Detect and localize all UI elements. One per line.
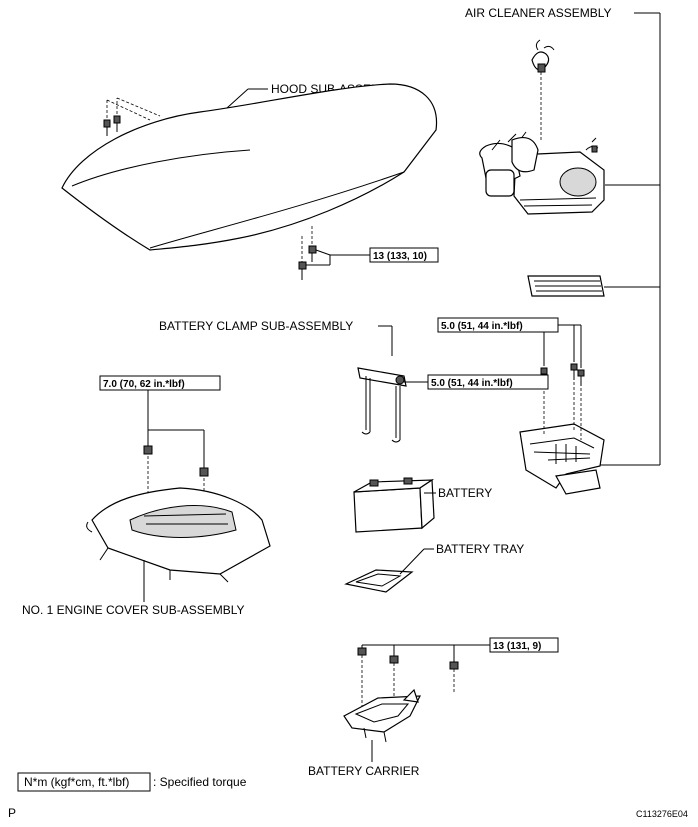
battery-tray-group: BATTERY TRAY [344, 542, 524, 593]
hood-panel-part [61, 83, 438, 251]
legend-unit-box [17, 772, 151, 792]
carrier-bolt-2 [389, 655, 399, 664]
footer-left-mark: P [8, 806, 16, 820]
air-cleaner-cap-part [479, 131, 605, 215]
carrier-bolt-1 [357, 647, 367, 656]
battery-carrier-group: 13 (131, 9) BATTERY CARRIER [308, 637, 559, 778]
battery-carrier-part [343, 695, 421, 733]
clamp-bar-part [357, 367, 407, 387]
legend-description: : Specified torque [153, 775, 247, 789]
cover-nut-2 [199, 467, 209, 477]
tray-leader-d [399, 548, 425, 575]
engine-cover-torque: 7.0 (70, 62 in.*lbf) [103, 379, 185, 390]
air-cleaner-group: AIR CLEANER ASSEMBLY [437, 6, 661, 495]
clamp-nut [395, 375, 405, 385]
battery-clamp-group: BATTERY CLAMP SUB-ASSEMBLY 5.0 (51, 44 i… [159, 319, 549, 443]
air-cleaner-case-part [519, 423, 605, 495]
battery-body-part [353, 487, 423, 533]
clamp-torque: 5.0 (51, 44 in.*lbf) [431, 378, 513, 389]
battery-clamp-label: BATTERY CLAMP SUB-ASSEMBLY [159, 319, 353, 333]
carrier-bolt-3 [449, 661, 459, 670]
air-filter-element-part [527, 275, 605, 297]
hood-crease [71, 149, 251, 187]
air-cleaner-torque: 5.0 (51, 44 in.*lbf) [441, 321, 523, 332]
battery-group: BATTERY [353, 477, 492, 533]
engine-cover-torque-box [99, 375, 221, 391]
clamp-rod-right [395, 386, 401, 440]
legend-unit-text: N*m (kgf*cm, ft.*lbf) [24, 775, 129, 789]
carrier-torque: 13 (131, 9) [493, 641, 541, 652]
case-bolts-part [540, 363, 585, 440]
figure-code: C113276E04 [636, 809, 688, 819]
hood-hinge-bolts-part [103, 97, 161, 136]
engine-cover-group: 7.0 (70, 62 in.*lbf) NO. 1 ENGINE COVER … [22, 375, 271, 617]
air-cleaner-label: AIR CLEANER ASSEMBLY [465, 6, 612, 20]
battery-tray-part [344, 569, 414, 593]
battery-tray-label: BATTERY TRAY [436, 542, 524, 556]
hood-group: HOOD SUB-ASSEMBLY 13 (133, 10) [61, 82, 439, 280]
hood-edge [149, 171, 405, 249]
battery-label: BATTERY [438, 486, 492, 500]
hood-torque-leader-1 [315, 249, 331, 256]
cover-nut-1 [143, 445, 153, 455]
clamp-rod-left [365, 376, 371, 432]
battery-carrier-label: BATTERY CARRIER [308, 764, 420, 778]
engine-cover-label: NO. 1 ENGINE COVER SUB-ASSEMBLY [22, 603, 245, 617]
legend: N*m (kgf*cm, ft.*lbf) : Specified torque [17, 772, 247, 792]
hose-clamp-part [531, 39, 555, 140]
hood-torque: 13 (133, 10) [373, 251, 427, 262]
hood-lower-bolts-part [298, 226, 317, 280]
